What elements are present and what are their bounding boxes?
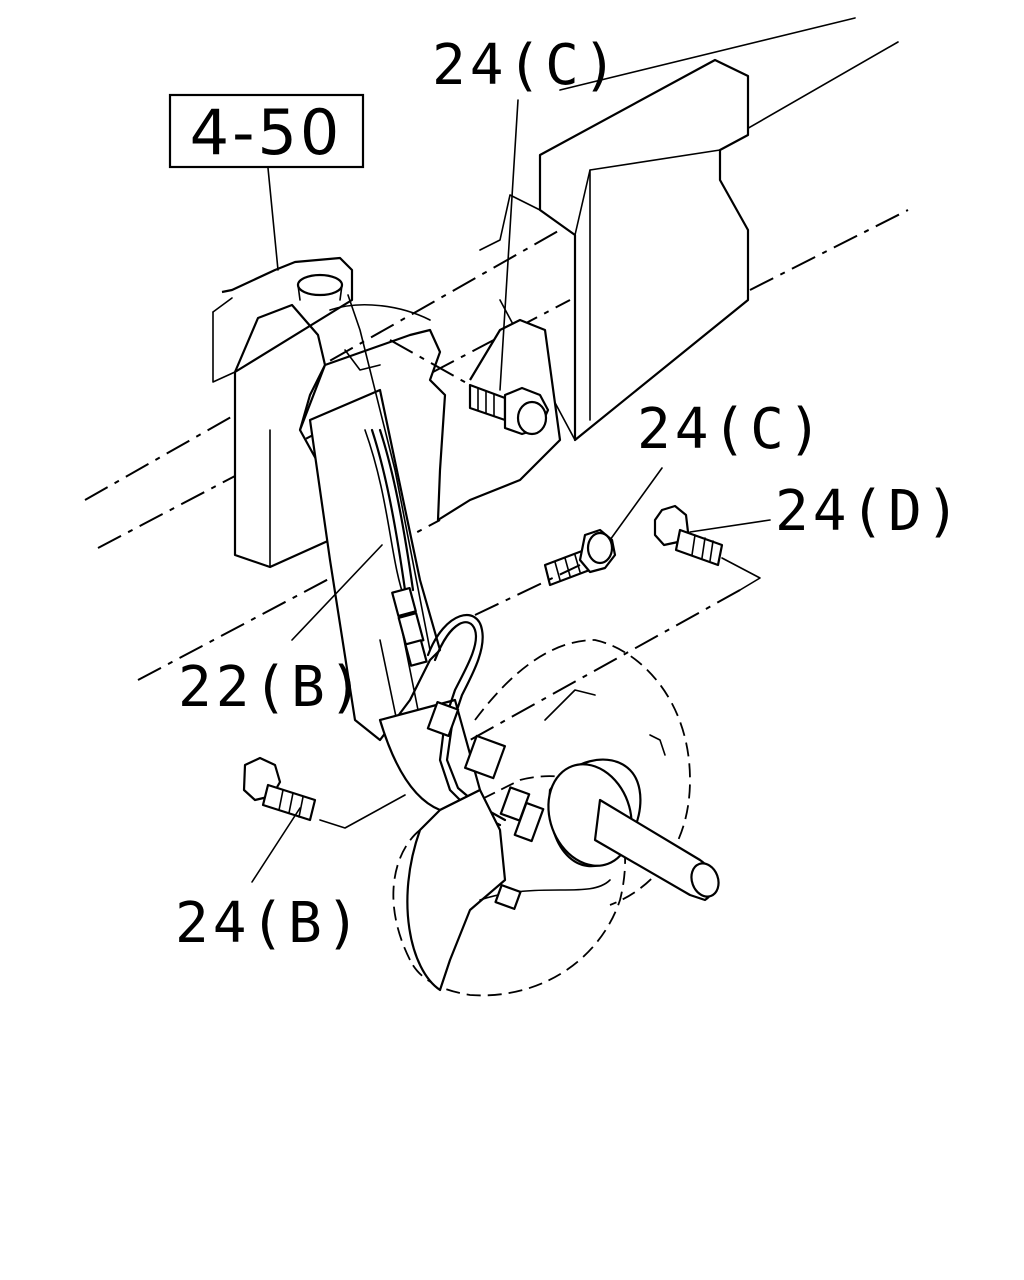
steering-knuckle: [392, 639, 720, 997]
reference-box-text: 4-50: [190, 96, 343, 169]
bolt-24c-lower: [543, 528, 617, 587]
callout-24c-top: 24(C): [432, 33, 621, 98]
bolt-24c-upper: [468, 383, 550, 436]
callout-22b: 22(B): [178, 655, 367, 720]
bolt-24b: [242, 756, 317, 822]
brake-hose: [347, 294, 545, 843]
callout-24b: 24(B): [175, 891, 364, 956]
callout-24c-mid: 24(C): [637, 397, 826, 462]
reference-box: 4-50: [168, 93, 365, 169]
shock-absorber: [298, 304, 562, 812]
callout-24d: 24(D): [775, 479, 964, 544]
leader-lines: [251, 99, 771, 883]
bolt-24d: [653, 504, 724, 567]
